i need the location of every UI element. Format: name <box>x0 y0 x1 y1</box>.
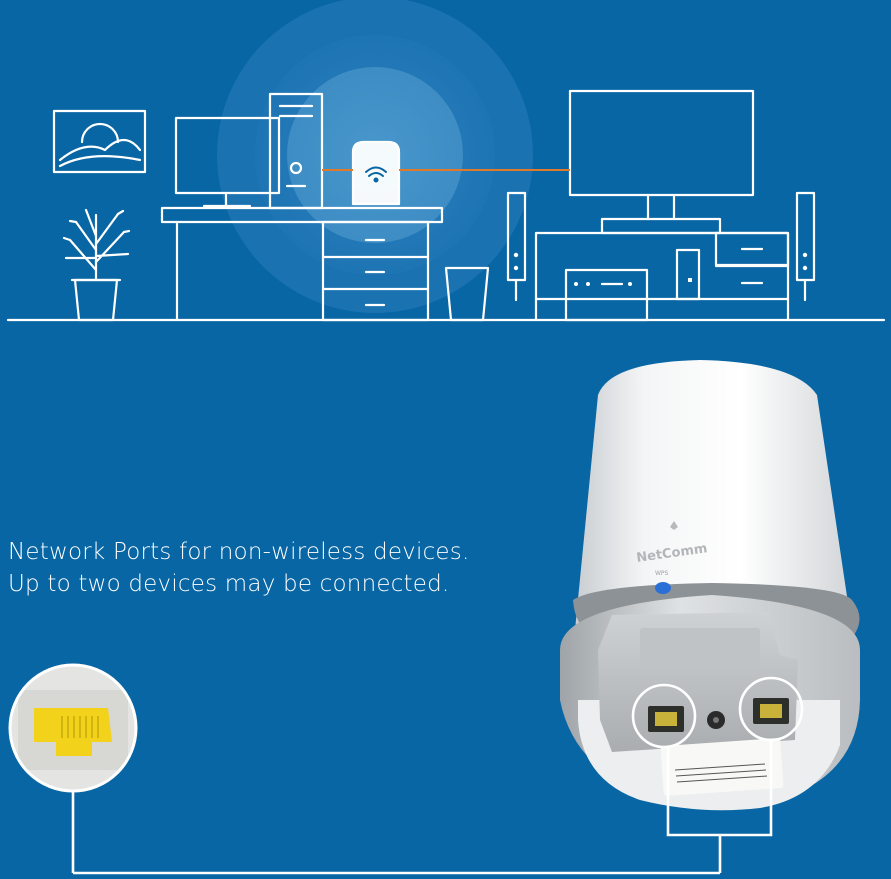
desk <box>160 206 444 322</box>
potted-plant <box>62 208 131 322</box>
picture-frame <box>52 109 147 174</box>
ethernet-port-icon <box>8 663 138 793</box>
netcomm-logo <box>670 521 678 530</box>
caption-line-1: Network Ports for non-wireless devices. <box>8 539 470 565</box>
television <box>568 89 755 235</box>
tv-cabinet <box>534 231 790 322</box>
wps-label: WPS <box>655 570 669 577</box>
caption-line-2: Up to two devices may be connected. <box>8 571 450 597</box>
waste-bin <box>444 266 490 322</box>
speaker-left <box>506 191 527 302</box>
network-ports-caption: Network Ports for non-wireless devices. … <box>8 536 469 600</box>
wifi-icon <box>365 166 387 183</box>
port-highlight-left <box>631 683 697 749</box>
netcomm-device <box>560 360 860 811</box>
speaker-right <box>795 191 816 302</box>
connector-lines <box>71 740 773 875</box>
desktop-monitor <box>174 116 281 208</box>
wps-button <box>655 582 671 594</box>
